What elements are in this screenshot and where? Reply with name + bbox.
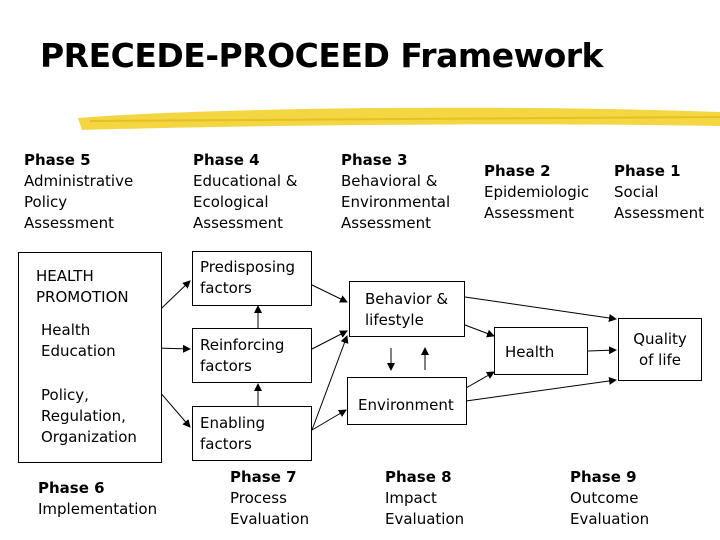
node-line: Enabling: [200, 414, 266, 432]
phase-7-label: Phase 7 Process Evaluation: [230, 467, 309, 530]
phase-title: Phase 4: [193, 151, 260, 169]
phase-line: Assessment: [341, 214, 431, 232]
quality-of-life-box: Quality of life: [618, 318, 702, 381]
phase-8-label: Phase 8 Impact Evaluation: [385, 467, 464, 530]
phase-line: Ecological: [193, 193, 269, 211]
arrow-environment-health: [465, 371, 495, 389]
node-line: factors: [200, 279, 252, 297]
node-line: Health: [41, 321, 91, 339]
arrow-enabling-environment: [311, 409, 347, 431]
phase-line: Process: [230, 489, 287, 507]
phase-title: Phase 3: [341, 151, 408, 169]
arrow-predisposing-behavior: [311, 284, 348, 303]
node-line: Quality: [633, 330, 687, 348]
node-line: Education: [41, 342, 116, 360]
predisposing-factors-box: Predisposing factors: [192, 251, 312, 306]
phase-line: Educational &: [193, 172, 298, 190]
node-line: Regulation,: [41, 407, 126, 425]
phase-line: Evaluation: [570, 510, 650, 528]
behavior-lifestyle-box: Behavior & lifestyle: [349, 281, 465, 337]
phase-title: Phase 9: [570, 468, 637, 486]
phase-line: Administrative: [24, 172, 134, 190]
phase-title: Phase 2: [484, 162, 551, 180]
arrow-enabling-behavior: [311, 335, 349, 431]
arrow-behavior-health: [464, 324, 495, 338]
phase-title: Phase 1: [614, 162, 681, 180]
phase-line: Impact: [385, 489, 437, 507]
arrow-health-quality: [587, 346, 617, 355]
phase-5-label: Phase 5 Administrative Policy Assessment: [24, 150, 133, 234]
health-promotion-box: [18, 252, 162, 463]
environment-box: Environment: [347, 377, 467, 425]
reinforcing-factors-box: Reinforcing factors: [192, 328, 312, 383]
health-box: Health: [494, 327, 588, 375]
phase-4-label: Phase 4 Educational & Ecological Assessm…: [193, 150, 298, 234]
phase-line: Evaluation: [230, 510, 310, 528]
phase-line: Evaluation: [385, 510, 465, 528]
node-line: Environment: [358, 396, 454, 414]
phase-1-label: Phase 1 Social Assessment: [614, 161, 704, 224]
phase-line: Environmental: [341, 193, 451, 211]
enabling-factors-box: Enabling factors: [192, 406, 312, 461]
phase-title: Phase 8: [385, 468, 452, 486]
node-line: Predisposing: [200, 258, 296, 276]
page-title: PRECEDE-PROCEED Framework: [40, 36, 604, 75]
phase-2-label: Phase 2 Epidemiologic Assessment: [484, 161, 589, 224]
phase-6-label: Phase 6 Implementation: [38, 478, 157, 520]
node-line: factors: [200, 435, 252, 453]
phase-line: Epidemiologic: [484, 183, 590, 201]
phase-title: Phase 5: [24, 151, 91, 169]
phase-title: Phase 7: [230, 468, 297, 486]
node-line: factors: [200, 357, 252, 375]
node-line: Policy,: [41, 386, 89, 404]
node-line: Behavior &: [365, 290, 449, 308]
phase-line: Assessment: [193, 214, 283, 232]
phase-line: Implementation: [38, 500, 158, 518]
health-education-label: Health Education: [41, 320, 116, 362]
arrow-behavior-quality: [464, 296, 617, 322]
policy-label: Policy, Regulation, Organization: [41, 385, 137, 448]
node-line: of life: [638, 351, 682, 369]
node-line: lifestyle: [365, 311, 424, 329]
phase-line: Policy: [24, 193, 68, 211]
health-promotion-label: HEALTH PROMOTION: [36, 266, 129, 308]
node-line: Reinforcing: [200, 336, 285, 354]
phase-line: Behavioral &: [341, 172, 438, 190]
phase-line: Assessment: [484, 204, 574, 222]
phase-title: Phase 6: [38, 479, 105, 497]
node-line: Health: [505, 343, 555, 361]
node-line: Organization: [41, 428, 137, 446]
phase-line: Social: [614, 183, 659, 201]
node-line: HEALTH: [36, 267, 94, 285]
phase-line: Assessment: [24, 214, 114, 232]
arrow-reinforcing-behavior: [311, 330, 348, 350]
phase-3-label: Phase 3 Behavioral & Environmental Asses…: [341, 150, 450, 234]
phase-line: Assessment: [614, 204, 704, 222]
phase-line: Outcome: [570, 489, 639, 507]
arrow-environment-quality: [465, 377, 617, 402]
node-line: PROMOTION: [36, 288, 129, 306]
phase-9-label: Phase 9 Outcome Evaluation: [570, 467, 649, 530]
